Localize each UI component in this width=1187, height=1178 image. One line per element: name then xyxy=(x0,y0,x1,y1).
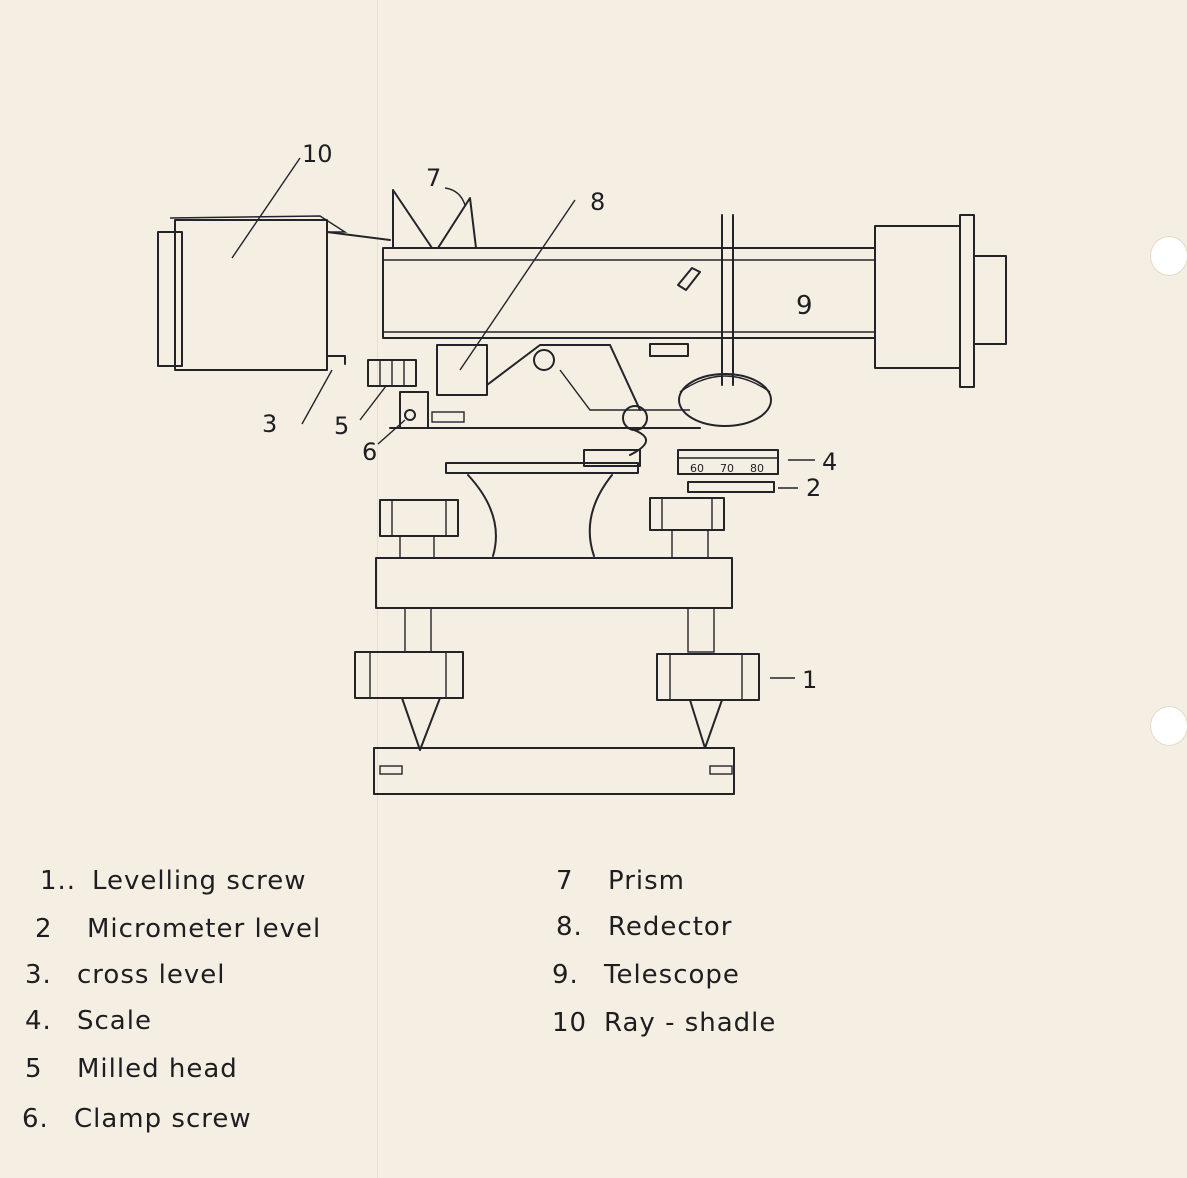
scale: 60 70 80 xyxy=(677,449,779,475)
scale-mark: 70 xyxy=(720,462,734,475)
scale-mark: 80 xyxy=(750,462,764,475)
callout-9: 9 xyxy=(796,291,813,321)
legend-item: 1..Levelling screw xyxy=(40,866,307,896)
clamp-screw xyxy=(399,391,465,429)
foot-plate xyxy=(373,747,735,795)
binder-hole-bottom xyxy=(1150,706,1187,746)
legend-item: 3.cross level xyxy=(25,960,226,990)
pedestal xyxy=(467,474,613,557)
micrometer-level xyxy=(687,481,775,493)
upper-knob-left xyxy=(379,499,459,559)
dumpy-level-drawing: 60 70 80 xyxy=(157,140,1007,795)
callout-10: 10 xyxy=(302,140,333,168)
levelling-screw-left xyxy=(354,607,464,751)
micrometer-drum xyxy=(677,214,772,427)
callout-1: 1 xyxy=(802,666,817,694)
callout-8: 8 xyxy=(590,188,605,216)
prism xyxy=(392,189,477,249)
upper-plate xyxy=(389,427,701,474)
upper-knob-right xyxy=(649,497,725,559)
legend-item: 8.Redector xyxy=(556,912,733,942)
levelling-screw-right xyxy=(656,607,760,749)
callout-7: 7 xyxy=(426,164,441,192)
callout-5: 5 xyxy=(334,412,349,440)
tribrach xyxy=(375,557,733,609)
binder-hole-top xyxy=(1150,236,1187,276)
scale-mark: 60 xyxy=(690,462,704,475)
callout-6: 6 xyxy=(362,438,377,466)
callout-4: 4 xyxy=(822,448,837,476)
telescope xyxy=(382,214,1007,388)
reflector xyxy=(436,344,690,431)
margin-line xyxy=(377,0,378,1178)
ray-shade xyxy=(157,215,391,371)
callout-3: 3 xyxy=(262,410,277,438)
callout-2: 2 xyxy=(806,474,821,502)
milled-head xyxy=(367,359,417,387)
legend-item: 6.Clamp screw xyxy=(22,1104,252,1134)
legend-item: 9.Telescope xyxy=(552,960,740,990)
legend-item: 4.Scale xyxy=(25,1006,152,1036)
leader-lines xyxy=(231,157,815,679)
